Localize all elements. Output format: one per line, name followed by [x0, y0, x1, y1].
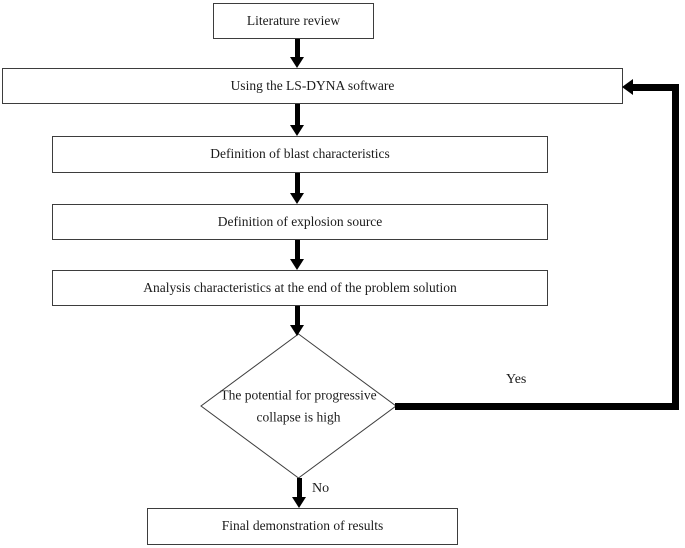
node-analysis-characteristics-label: Analysis characteristics at the end of t…	[143, 279, 457, 295]
yes-path-vertical-segment	[672, 84, 679, 410]
yes-path-horizontal-segment	[395, 403, 679, 410]
node-using-ls-dyna-software: Using the LS-DYNA software	[2, 68, 623, 104]
arrow-shaft	[294, 240, 300, 259]
edge-label-yes: Yes	[506, 372, 527, 388]
arrow-down-icon	[290, 125, 304, 136]
edge-label-no: No	[312, 481, 330, 497]
arrow-down-explosion-to-analysis	[290, 240, 304, 270]
yes-path-return-segment	[632, 84, 679, 91]
arrow-down-blast-to-explosion	[290, 173, 304, 204]
arrow-down-literature-to-lsdyna	[290, 39, 304, 68]
arrow-left-icon	[622, 79, 633, 95]
arrow-down-icon	[290, 325, 304, 336]
node-literature-review: Literature review	[213, 3, 374, 39]
node-analysis-characteristics: Analysis characteristics at the end of t…	[52, 270, 548, 306]
arrow-shaft	[294, 306, 300, 325]
arrow-down-icon	[292, 497, 306, 508]
node-using-ls-dyna-software-label: Using the LS-DYNA software	[230, 77, 395, 93]
arrow-shaft	[294, 173, 300, 193]
node-final-demonstration: Final demonstration of results	[147, 508, 458, 545]
node-decision-progressive-collapse: The potential for progressive collapse i…	[200, 333, 397, 479]
node-definition-blast-characteristics: Definition of blast characteristics	[52, 136, 548, 173]
arrow-down-icon	[290, 259, 304, 270]
arrow-down-decision-to-final	[292, 478, 306, 508]
node-definition-blast-characteristics-label: Definition of blast characteristics	[210, 146, 390, 162]
arrow-shaft	[294, 104, 300, 125]
node-final-demonstration-label: Final demonstration of results	[221, 518, 384, 534]
arrow-down-analysis-to-decision	[290, 306, 304, 336]
arrow-shaft	[294, 39, 300, 57]
arrow-down-icon	[290, 57, 304, 68]
arrow-shaft	[296, 478, 302, 497]
node-definition-explosion-source-label: Definition of explosion source	[217, 213, 383, 229]
node-literature-review-label: Literature review	[246, 12, 341, 28]
arrow-down-icon	[290, 193, 304, 204]
node-definition-explosion-source: Definition of explosion source	[52, 204, 548, 240]
arrow-down-lsdyna-to-blast	[290, 104, 304, 136]
node-decision-label: The potential for progressive collapse i…	[220, 387, 377, 424]
